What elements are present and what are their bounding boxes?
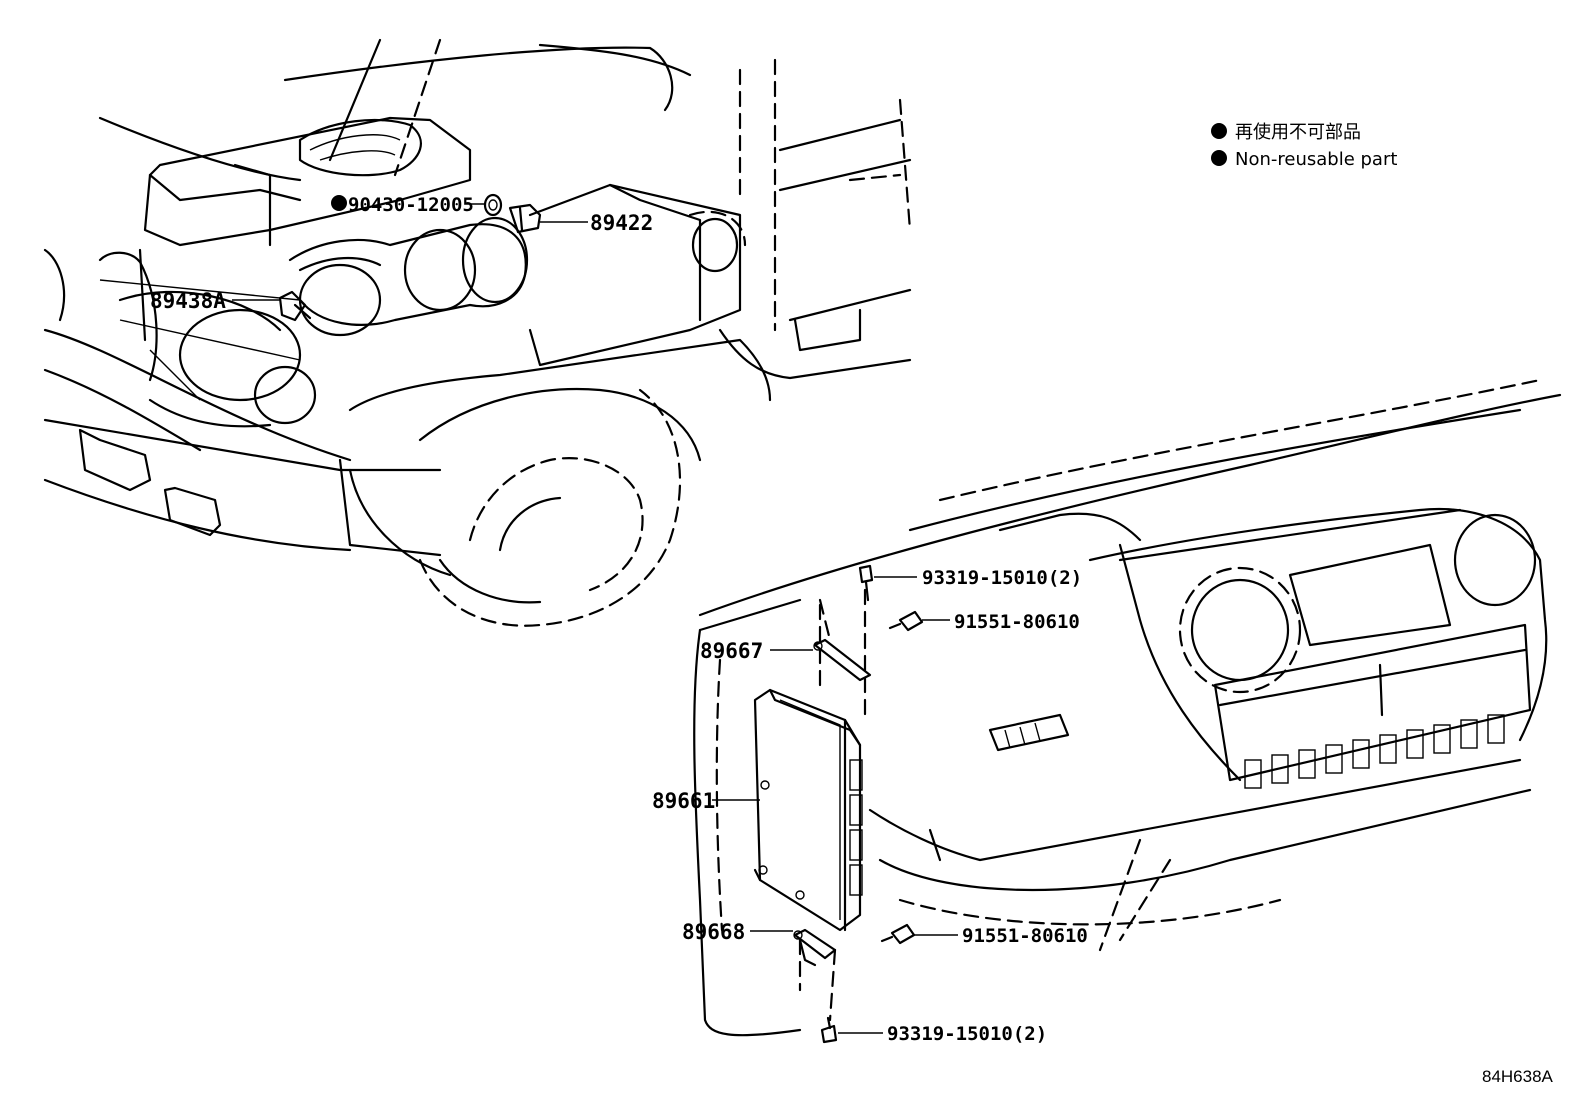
part-label-89661: 89661	[652, 789, 715, 813]
legend: 再使用不可部品 Non-reusable part	[1211, 122, 1397, 170]
part-label-89422: 89422	[590, 211, 653, 235]
figure-code: 84H638A	[1482, 1067, 1554, 1086]
engine-bay-illustration	[43, 38, 912, 627]
part-label-91551-80610-bottom: 91551-80610	[962, 925, 1088, 947]
legend-text-en: Non-reusable part	[1235, 149, 1397, 170]
part-label-91551-80610-top: 91551-80610	[954, 611, 1080, 633]
screw-icon-top	[888, 610, 924, 632]
part-label-90430-12005: 90430-12005	[348, 194, 474, 216]
part-labels: 90430-12005 89422 89438A 93319-15010(2) …	[150, 194, 1088, 1045]
temperature-sensor-icon	[508, 203, 542, 234]
part-label-89438a: 89438A	[150, 289, 226, 313]
leader-lines	[232, 203, 958, 1034]
part-label-93319-15010-bottom: 93319-15010(2)	[887, 1023, 1047, 1045]
grille-slots	[1244, 714, 1505, 789]
filled-circle-icon	[1211, 123, 1227, 139]
engine-control-module	[753, 688, 863, 932]
gasket-icon	[483, 193, 503, 217]
ecu-bracket-upper	[813, 638, 872, 682]
screw-icon-bottom	[880, 923, 916, 945]
bolt-icon-top	[858, 564, 874, 602]
sensor-89438a-icon	[278, 290, 312, 322]
filled-circle-icon	[1211, 150, 1227, 166]
vehicle-front-illustration	[693, 378, 1562, 1037]
part-label-89667: 89667	[700, 639, 763, 663]
non-reusable-marker-icon	[331, 195, 347, 211]
bolt-icon-bottom	[820, 1016, 838, 1044]
part-label-93319-15010-top: 93319-15010(2)	[922, 567, 1082, 589]
legend-text-ja: 再使用不可部品	[1235, 122, 1361, 143]
ecu-bracket-lower	[793, 928, 837, 967]
part-label-89668: 89668	[682, 920, 745, 944]
